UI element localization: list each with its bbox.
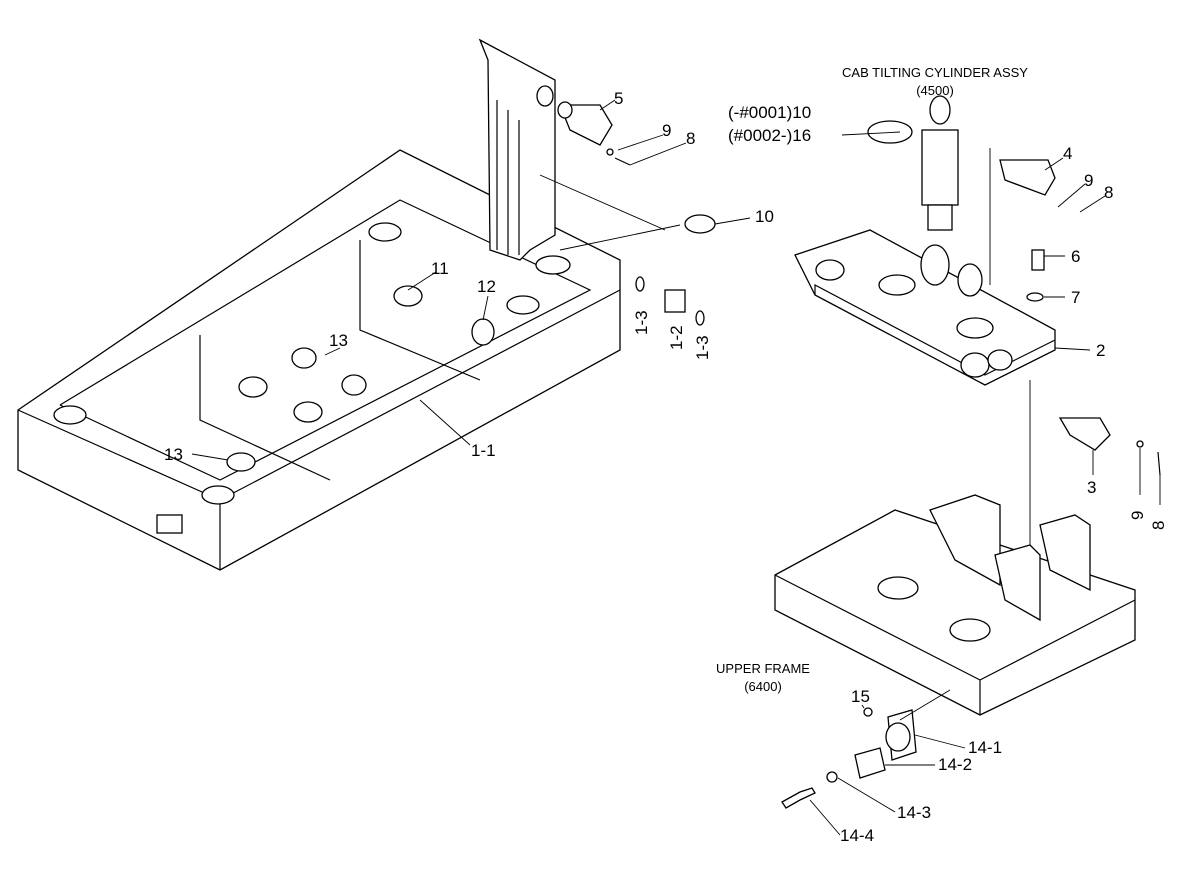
callout-6: 6 [1071,247,1080,266]
callout-15: 15 [851,687,870,706]
callout-3: 3 [1087,478,1096,497]
callout-10: 10 [755,207,774,226]
upper-frame-title: UPPER FRAME [716,661,810,676]
callout-10-early: (-#0001)10 [728,103,811,122]
callout-9: 9 [1084,171,1093,190]
upper-frame-code: (6400) [744,679,782,694]
callout-9: 9 [662,121,671,140]
upper-frame [774,494,1136,716]
callout-8: 8 [1104,183,1113,202]
callout-5: 5 [614,89,623,108]
callout-11: 11 [431,259,449,278]
callout-13: 13 [164,445,183,464]
callout-14-3: 14-3 [897,803,931,822]
callout-2: 2 [1096,341,1105,360]
callout-14-1: 14-1 [968,738,1002,757]
cab-mount-bracket-2 [794,148,1161,645]
callout-1-3: 1-3 [632,310,651,335]
callout-8: 8 [1149,521,1168,530]
callout-8: 8 [686,129,695,148]
cab-tilting-title: CAB TILTING CYLINDER ASSY [842,65,1028,80]
callout-4: 4 [1063,144,1072,163]
callout-16: (#0002-)16 [728,126,811,145]
cab-frame [17,38,621,571]
cab-tilting-code: (4500) [916,83,954,98]
callout-14-2: 14-2 [938,755,972,774]
callout-9: 9 [1128,511,1147,520]
callout-12: 12 [477,277,496,296]
callout-14-4: 14-4 [840,826,874,845]
callout-1-2: 1-2 [667,325,686,350]
callout-1-3: 1-3 [693,335,712,360]
callout-7: 7 [1071,288,1080,307]
cab-tilting-cylinder [867,95,959,231]
callout-1-1: 1-1 [471,441,496,460]
pin-5 [539,101,716,326]
callout-13: 13 [329,331,348,350]
stopper-14 [781,689,951,809]
